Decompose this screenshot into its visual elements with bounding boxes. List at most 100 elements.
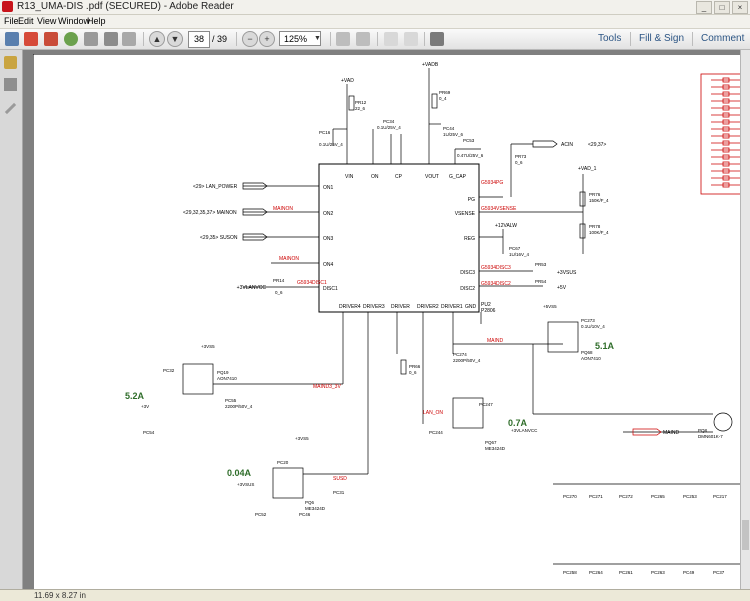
fit-width-icon[interactable] xyxy=(356,32,370,46)
adobe-reader-icon xyxy=(2,1,13,12)
comp-pc244: PC244 xyxy=(429,430,443,435)
toolbar: ▲ ▼ 38 / 39 − + 125% ▼ Tools Fill & Sign… xyxy=(0,29,750,50)
comp-pc16: PC16 xyxy=(319,130,331,135)
net-suson: <29,35> SUSON xyxy=(200,235,238,241)
comment-bubble-icon[interactable] xyxy=(384,32,398,46)
net-12valw: +12VALW xyxy=(495,223,517,229)
net-5v: +5V xyxy=(557,285,567,291)
net-mainon: <29,32,35,37> MAINON xyxy=(183,210,237,216)
create-pdf-icon[interactable] xyxy=(24,32,38,46)
menu-bar: File Edit View Window Help xyxy=(0,15,750,29)
vertical-scrollbar[interactable] xyxy=(740,50,750,589)
chevron-down-icon[interactable]: ▼ xyxy=(314,35,321,42)
scroll-thumb[interactable] xyxy=(742,520,749,550)
comp-pr76: PR76 xyxy=(589,192,601,197)
current-5-2a: 5.2A xyxy=(125,391,145,401)
comp-pq6-val: ME3424D xyxy=(305,506,326,511)
navigation-panel xyxy=(0,50,23,590)
pen-icon[interactable] xyxy=(4,102,17,115)
comp-pq68-val: AON7410 xyxy=(581,356,601,361)
pin-driver1: DRIVER1 xyxy=(441,304,463,310)
page-total: / 39 xyxy=(212,34,228,44)
fit-page-icon[interactable] xyxy=(336,32,350,46)
comp-pq19-val: AON7410 xyxy=(217,376,237,381)
current-0-04a: 0.04A xyxy=(227,468,252,478)
svg-text:G5934VSENSE: G5934VSENSE xyxy=(481,206,517,212)
net-3vsus: +3VSUS xyxy=(557,270,577,276)
zoom-in-button[interactable]: + xyxy=(259,31,275,47)
menu-window[interactable]: Window xyxy=(58,16,91,26)
menu-edit[interactable]: Edit xyxy=(18,16,34,26)
tools-button[interactable]: Tools xyxy=(598,33,622,44)
ic-ref: PU2 xyxy=(481,302,491,308)
edit-pdf-icon[interactable] xyxy=(44,32,58,46)
window-title: R13_UMA-DIS .pdf (SECURED) - Adobe Reade… xyxy=(17,1,234,12)
comp-pq19: PQ19 xyxy=(217,370,229,375)
comp-pc67-val: 1U/16V_4 xyxy=(509,252,530,257)
print-icon[interactable] xyxy=(104,32,118,46)
menu-view[interactable]: View xyxy=(37,16,57,26)
comp-pq8-val: DMN601K-7 xyxy=(698,434,723,439)
net-maind: MAIND xyxy=(487,338,504,344)
title-bar: R13_UMA-DIS .pdf (SECURED) - Adobe Reade… xyxy=(0,0,750,15)
comp-pr12-val: 22_6 xyxy=(355,106,366,111)
comp-pc31: PC31 xyxy=(333,490,345,495)
current-0-7a: 0.7A xyxy=(508,418,528,428)
bottom-cap-10: PC263 xyxy=(651,570,665,575)
zoom-level-input[interactable]: 125% xyxy=(279,31,321,46)
document-view[interactable]: PU2 P2806 VIN ON CP VOUT G_CAP ON1 ON2 O… xyxy=(23,50,750,590)
pin-gcap: G_CAP xyxy=(449,174,467,180)
menu-help[interactable]: Help xyxy=(87,16,106,26)
pin-disc2: DISC2 xyxy=(460,286,475,292)
comp-pc34-val: 0.1U/25V_4 xyxy=(377,125,401,130)
comp-pc53: PC53 xyxy=(463,138,475,143)
svg-text:G5934DISC3: G5934DISC3 xyxy=(481,265,511,271)
page-number-input[interactable]: 38 xyxy=(188,31,210,48)
expand-icon[interactable] xyxy=(430,32,444,46)
email-icon[interactable] xyxy=(122,32,136,46)
comp-pc52: PC52 xyxy=(255,512,267,517)
comment-button[interactable]: Comment xyxy=(701,33,745,44)
svg-text:G5934PG: G5934PG xyxy=(481,180,503,186)
comp-pr14-val: 0_6 xyxy=(275,290,283,295)
highlight-icon[interactable] xyxy=(404,32,418,46)
comp-pq67-val: ME3424D xyxy=(485,446,506,451)
previous-page-button[interactable]: ▲ xyxy=(149,31,165,47)
pin-on1: ON1 xyxy=(323,185,334,191)
comp-pr14: PR14 xyxy=(273,278,285,283)
comp-pc273-val: 0.1U/10V_4 xyxy=(581,324,605,329)
pin-vsense: VSENSE xyxy=(455,211,476,217)
bottom-cap-11: PC49 xyxy=(683,570,695,575)
pin-cp: CP xyxy=(395,174,403,180)
comp-pc34: PC34 xyxy=(383,119,395,124)
minimize-button[interactable]: _ xyxy=(696,1,712,14)
menu-file[interactable]: File xyxy=(4,16,19,26)
pin-disc3: DISC3 xyxy=(460,270,475,276)
comp-pc273: PC273 xyxy=(581,318,595,323)
maximize-button[interactable]: □ xyxy=(714,1,730,14)
comp-pr66: PR66 xyxy=(409,364,421,369)
save-icon[interactable] xyxy=(84,32,98,46)
zoom-out-button[interactable]: − xyxy=(242,31,258,47)
net-3vs5-a: +3VS5 xyxy=(201,344,215,349)
next-page-button[interactable]: ▼ xyxy=(167,31,183,47)
pin-disc1: DISC1 xyxy=(323,286,338,292)
pin-driver2: DRIVER2 xyxy=(417,304,439,310)
comp-pr78: PR78 xyxy=(589,224,601,229)
net-acin: ACIN xyxy=(561,142,573,148)
pdf-page: PU2 P2806 VIN ON CP VOUT G_CAP ON1 ON2 O… xyxy=(33,54,750,590)
bottom-cap-3: PC272 xyxy=(619,494,633,499)
fill-sign-button[interactable]: Fill & Sign xyxy=(639,33,685,44)
comp-pc16-val: 0.1U/25V_4 xyxy=(319,142,343,147)
open-icon[interactable] xyxy=(5,32,19,46)
power-vad: +VAD xyxy=(341,78,354,84)
page-size: 11.69 x 8.27 in xyxy=(34,591,86,600)
lock-icon[interactable] xyxy=(4,56,17,69)
close-button[interactable]: × xyxy=(732,1,748,14)
pages-icon[interactable] xyxy=(4,78,17,91)
comp-pc32: PC32 xyxy=(163,368,175,373)
cloud-upload-icon[interactable] xyxy=(64,32,78,46)
comp-pr54: PR54 xyxy=(535,279,547,284)
status-bar: 11.69 x 8.27 in xyxy=(0,589,750,601)
bottom-cap-8: PC264 xyxy=(589,570,603,575)
